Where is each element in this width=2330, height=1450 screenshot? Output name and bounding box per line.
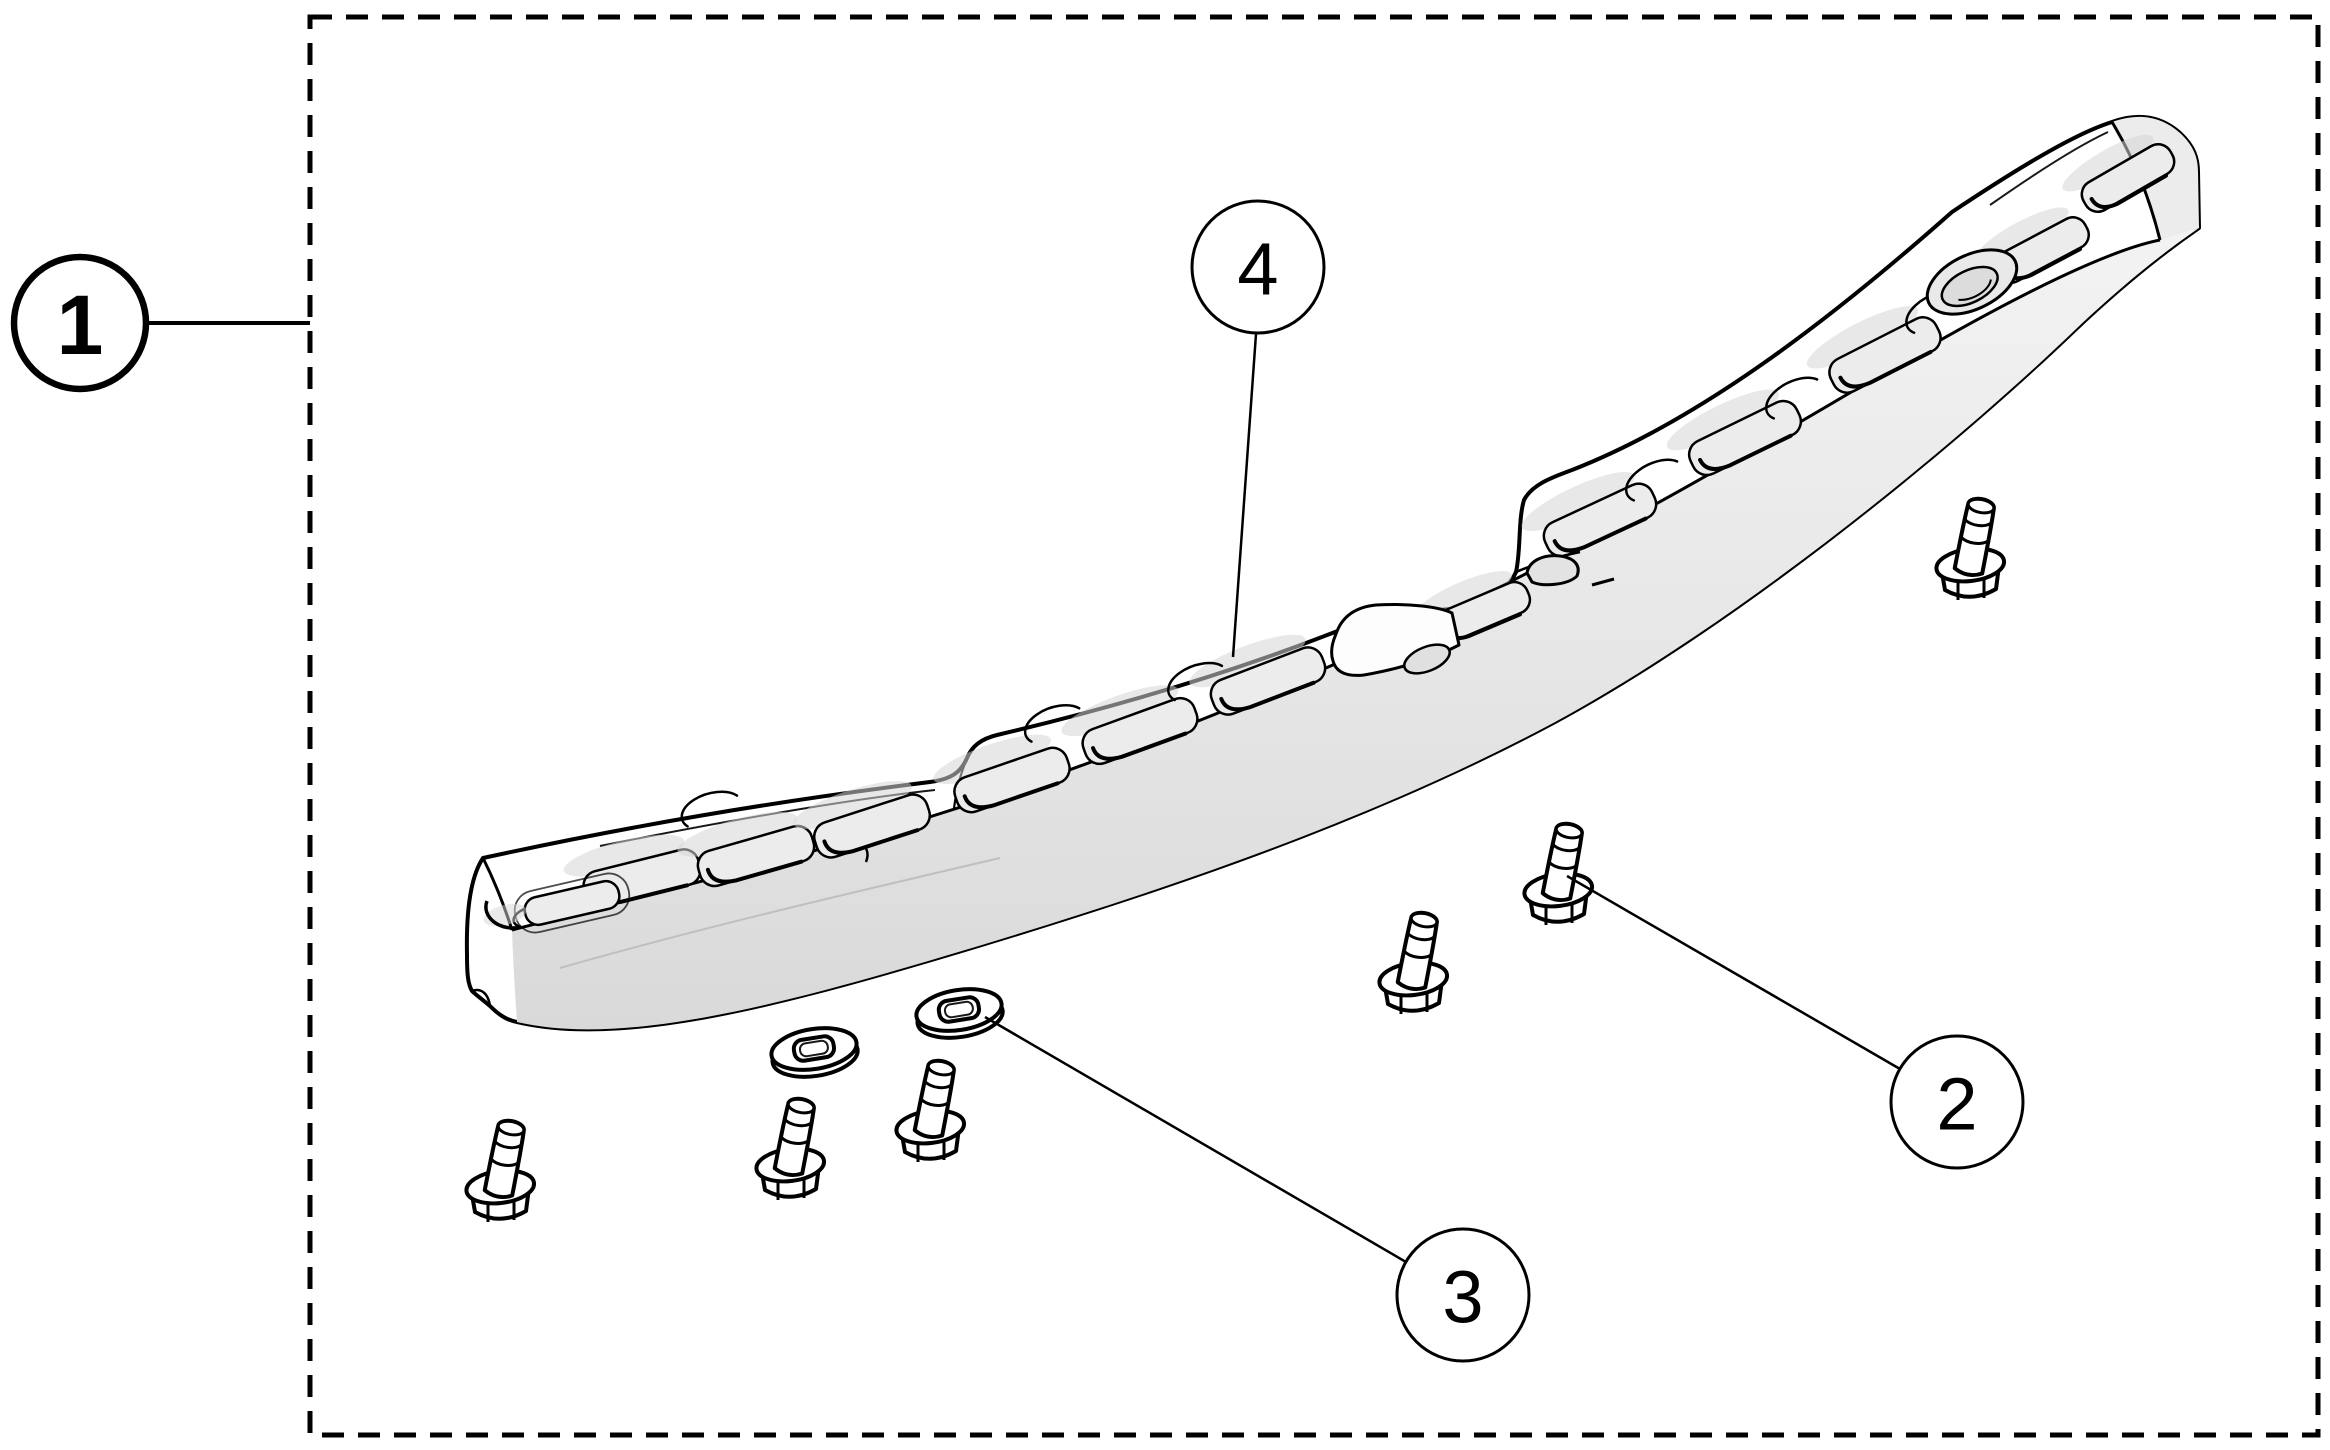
callout-2: 2 [1889,1034,2025,1170]
callout-4-label: 4 [1237,228,1278,311]
callout-3-label: 3 [1442,1256,1483,1339]
washer-2 [911,981,1008,1046]
callout-1: 1 [10,253,150,393]
flange-bolt-6 [1932,494,2008,602]
impact-bar-front-face [512,228,2199,1030]
flange-bolt-3 [892,1056,968,1164]
flange-bolt-1 [462,1116,538,1224]
callout-3: 3 [1395,1227,1531,1363]
leader-line-4 [1231,333,1258,658]
flange-bolt-4 [1375,908,1451,1016]
callout-4: 4 [1190,199,1326,335]
leader-line-3 [984,1015,1407,1264]
kit-boundary-box [307,14,2321,1438]
impact-bar-joggle [1515,550,1615,587]
leader-line-2 [1566,874,1901,1071]
impact-bar [464,114,2201,1032]
callout-1-label: 1 [57,278,104,372]
impact-bar-flap [1330,603,1461,677]
callout-2-label: 2 [1936,1063,1977,1146]
flange-bolt-2 [752,1094,828,1202]
impact-bar-hook-slot [483,872,631,934]
impact-bar-counterbore-hole [1925,248,2019,316]
washer-1 [766,1020,863,1085]
flange-bolt-5 [1520,819,1596,927]
